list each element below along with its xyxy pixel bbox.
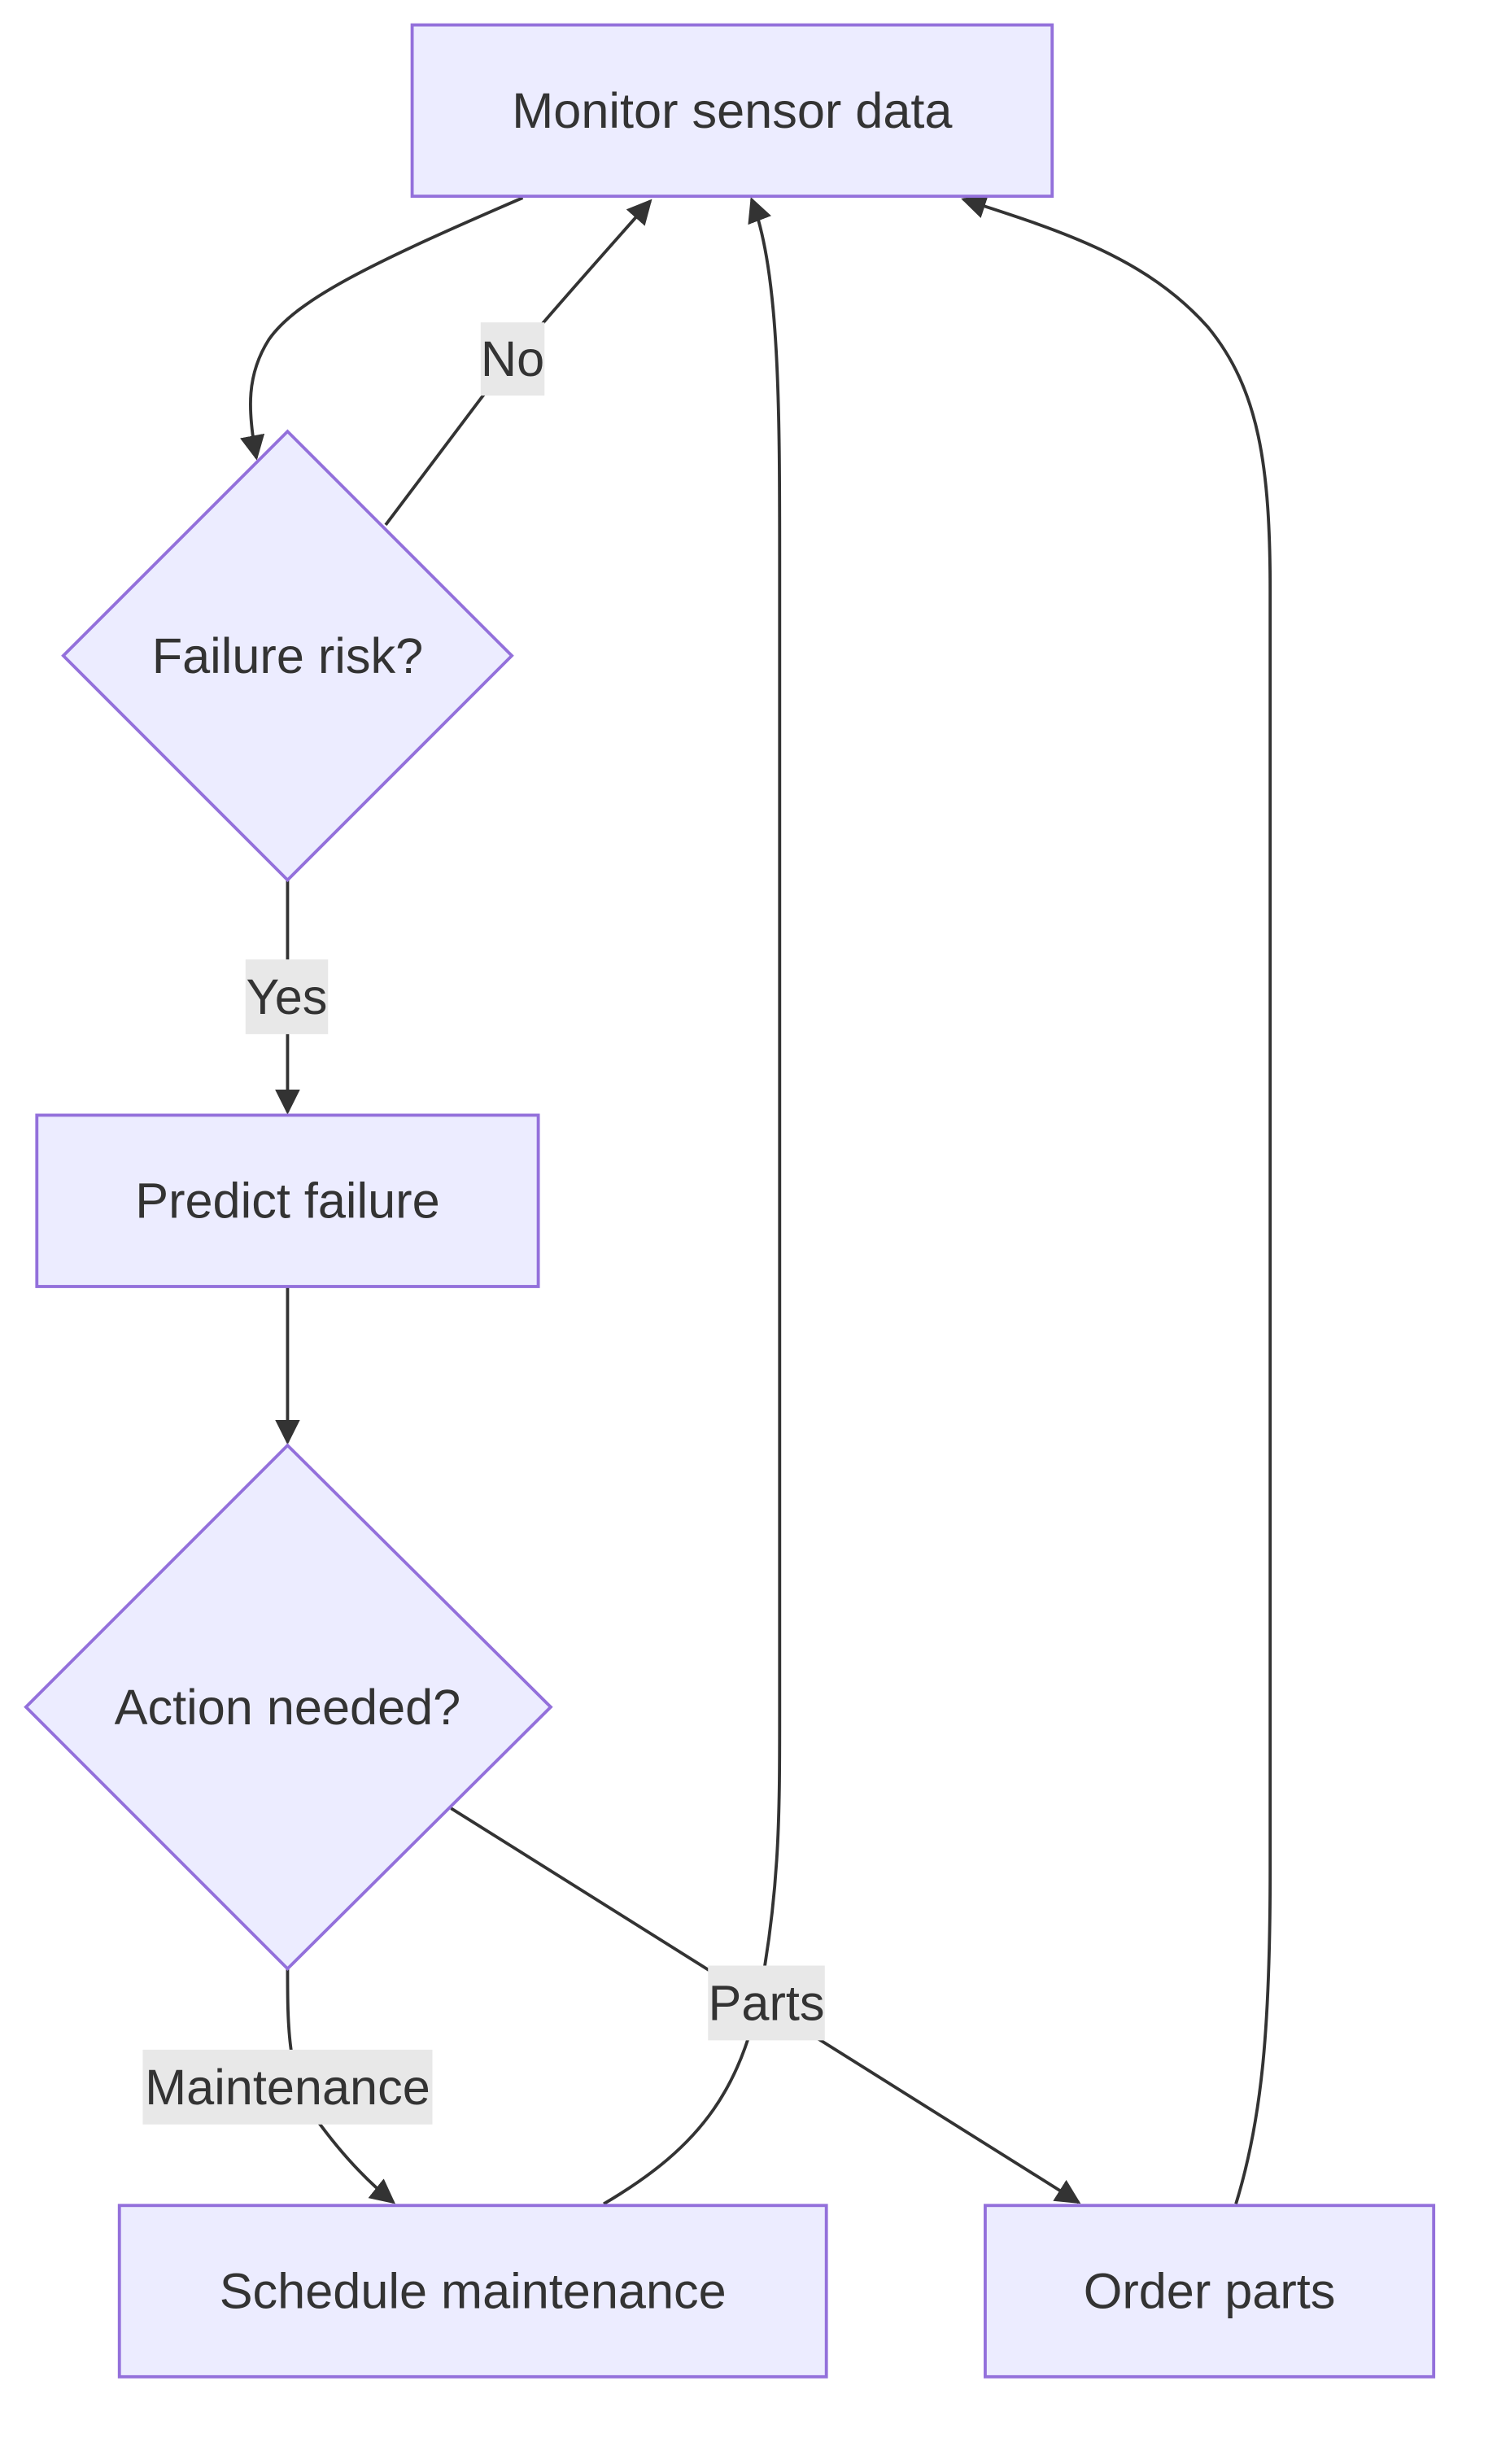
node-schedule-maintenance-label: Schedule maintenance xyxy=(220,2264,727,2319)
node-action-needed-label: Action needed? xyxy=(115,1680,461,1735)
node-failure-risk: Failure risk? xyxy=(61,429,514,883)
edge-labels: No Yes Parts Maintenance xyxy=(142,322,825,2125)
edge-label-yes-text: Yes xyxy=(247,969,328,1024)
edge-label-yes: Yes xyxy=(245,959,329,1034)
node-predict-failure-label: Predict failure xyxy=(135,1173,439,1229)
nodes: Monitor sensor data Failure risk? Predic… xyxy=(24,23,1436,2379)
edge-label-maintenance-text: Maintenance xyxy=(145,2060,430,2115)
node-failure-risk-label: Failure risk? xyxy=(152,628,423,684)
edge-label-no-text: No xyxy=(481,331,544,387)
node-monitor-sensor-data-label: Monitor sensor data xyxy=(512,83,953,138)
edge-order-to-monitor xyxy=(961,194,1272,2204)
node-schedule-maintenance: Schedule maintenance xyxy=(117,2204,828,2379)
edge-schedule-to-monitor xyxy=(603,197,782,2206)
edge-monitor-to-risk xyxy=(240,196,524,461)
node-predict-failure: Predict failure xyxy=(35,1113,540,1288)
edge-label-maintenance: Maintenance xyxy=(142,2049,433,2125)
node-action-needed: Action needed? xyxy=(24,1443,553,1972)
edge-label-parts-text: Parts xyxy=(709,1975,825,2030)
edge-label-parts: Parts xyxy=(708,1965,825,2041)
edge-label-no: No xyxy=(480,322,545,396)
node-order-parts-label: Order parts xyxy=(1084,2264,1336,2319)
node-order-parts: Order parts xyxy=(984,2204,1436,2379)
node-monitor-sensor-data: Monitor sensor data xyxy=(410,23,1054,199)
